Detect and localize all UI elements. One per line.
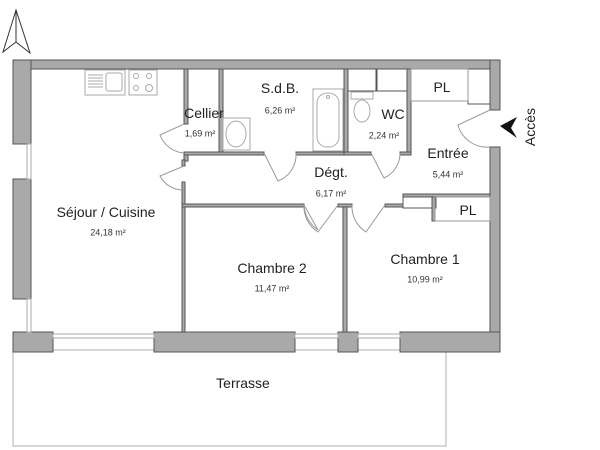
toilet-icon	[350, 91, 374, 123]
room-name-cellier: Cellier	[184, 105, 224, 121]
bathtub-icon	[312, 88, 344, 152]
access-arrow-icon	[500, 117, 517, 138]
exterior-walls	[12, 59, 501, 353]
kitchen-sink-icon	[84, 69, 126, 96]
closet-label-top: PL	[433, 79, 451, 95]
doors	[159, 109, 491, 233]
room-area-degt: 6,17 m²	[315, 188, 347, 199]
room-area-sdb: 6,26 m²	[264, 105, 296, 116]
room-name-sdb: S.d.B.	[260, 80, 300, 96]
room-name-chambre2: Chambre 2	[237, 260, 307, 276]
cooktop-icon	[128, 69, 158, 96]
room-name-chambre1: Chambre 1	[390, 251, 460, 267]
closet-outlines	[410, 68, 491, 222]
room-name-wc: WC	[381, 106, 405, 122]
windows	[26, 143, 401, 339]
room-name-sejour: Séjour / Cuisine	[56, 204, 156, 220]
room-area-cellier: 1,69 m²	[184, 128, 216, 139]
room-name-degt: Dégt.	[314, 164, 348, 180]
room-area-wc: 2,24 m²	[368, 130, 400, 141]
closet-label-bottom: PL	[459, 202, 477, 218]
room-area-chambre2: 11,47 m²	[254, 283, 290, 294]
interior-walls	[181, 68, 491, 333]
room-area-sejour: 24,18 m²	[90, 227, 126, 238]
room-area-chambre1: 10,99 m²	[407, 274, 443, 285]
access-label: Accès	[522, 107, 538, 147]
room-name-entree: Entrée	[427, 145, 469, 161]
north-arrow-icon	[2, 8, 31, 55]
terrace-outline	[12, 349, 447, 447]
room-name-terrasse: Terrasse	[216, 375, 270, 391]
room-area-entree: 5,44 m²	[432, 169, 464, 180]
washbasin-icon	[222, 117, 251, 151]
